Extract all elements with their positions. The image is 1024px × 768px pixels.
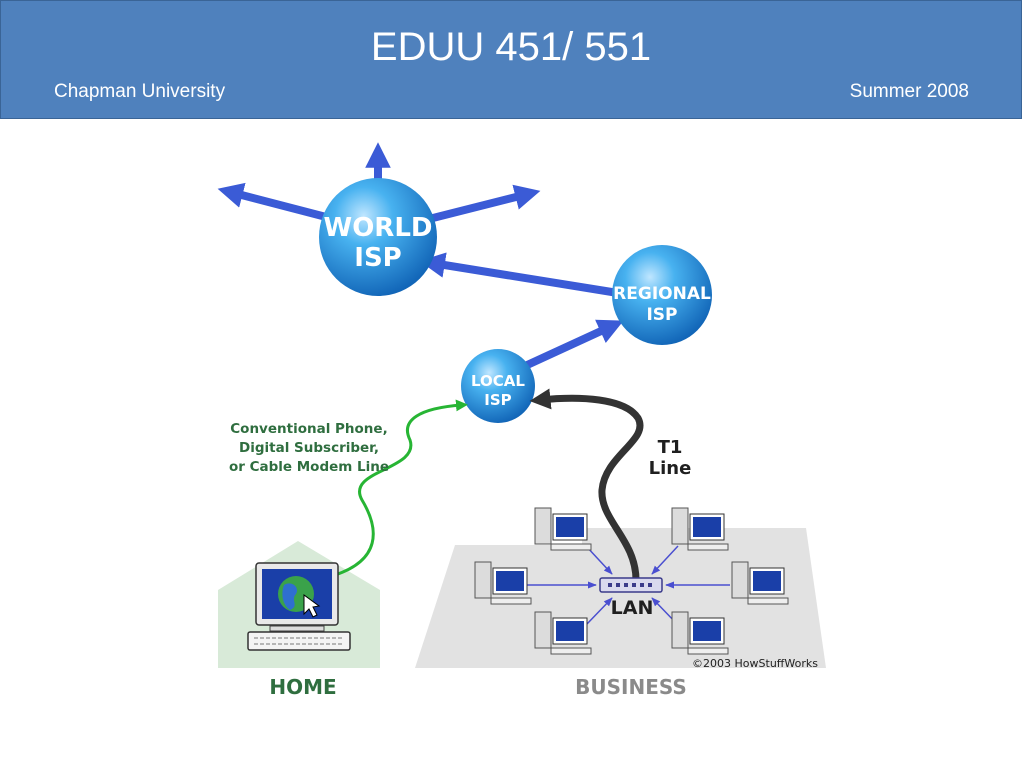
regional-isp-globe: REGIONAL ISP bbox=[612, 245, 712, 345]
connection-label-line2: Digital Subscriber, bbox=[239, 440, 379, 456]
business-computer-bottom-left bbox=[534, 611, 592, 655]
home-computer bbox=[247, 562, 351, 651]
copyright-label: ©2003 HowStuffWorks bbox=[692, 657, 818, 670]
connection-label: Conventional Phone, Digital Subscriber, … bbox=[229, 421, 389, 475]
slide-title: EDUU 451/ 551 bbox=[370, 25, 652, 69]
business-label: BUSINESS bbox=[575, 675, 687, 699]
world-isp-globe: WORLD ISP bbox=[319, 178, 437, 296]
regional-to-world-arrow bbox=[419, 252, 619, 297]
t1-cable bbox=[529, 388, 644, 581]
local-isp-line1: LOCAL bbox=[471, 372, 525, 390]
local-isp-line2: ISP bbox=[484, 391, 511, 409]
business-computer-bottom-right bbox=[671, 611, 729, 655]
world-isp-line2: ISP bbox=[354, 243, 401, 273]
t1-label-line2: Line bbox=[649, 458, 692, 479]
home-connection-line bbox=[334, 399, 468, 577]
regional-isp-line2: ISP bbox=[646, 305, 677, 325]
world-isp-line1: WORLD bbox=[324, 213, 433, 243]
business-computer-top-right bbox=[671, 507, 729, 551]
business-computer-mid-right bbox=[731, 561, 789, 605]
local-to-regional-arrow bbox=[523, 319, 624, 370]
lan-hub bbox=[599, 577, 663, 593]
connection-label-line3: or Cable Modem Line bbox=[229, 459, 389, 475]
connection-label-line1: Conventional Phone, bbox=[230, 421, 387, 437]
slide-header: EDUU 451/ 551 Chapman University Summer … bbox=[0, 0, 1022, 119]
lan-label: LAN bbox=[611, 597, 654, 619]
term-label: Summer 2008 bbox=[849, 81, 969, 102]
regional-isp-line1: REGIONAL bbox=[613, 284, 711, 304]
institution-label: Chapman University bbox=[54, 81, 226, 102]
business-computer-top-left bbox=[534, 507, 592, 551]
home-label: HOME bbox=[269, 675, 336, 699]
local-isp-globe: LOCAL ISP bbox=[461, 349, 535, 423]
business-computer-mid-left bbox=[474, 561, 532, 605]
t1-label-line1: T1 bbox=[658, 437, 683, 458]
